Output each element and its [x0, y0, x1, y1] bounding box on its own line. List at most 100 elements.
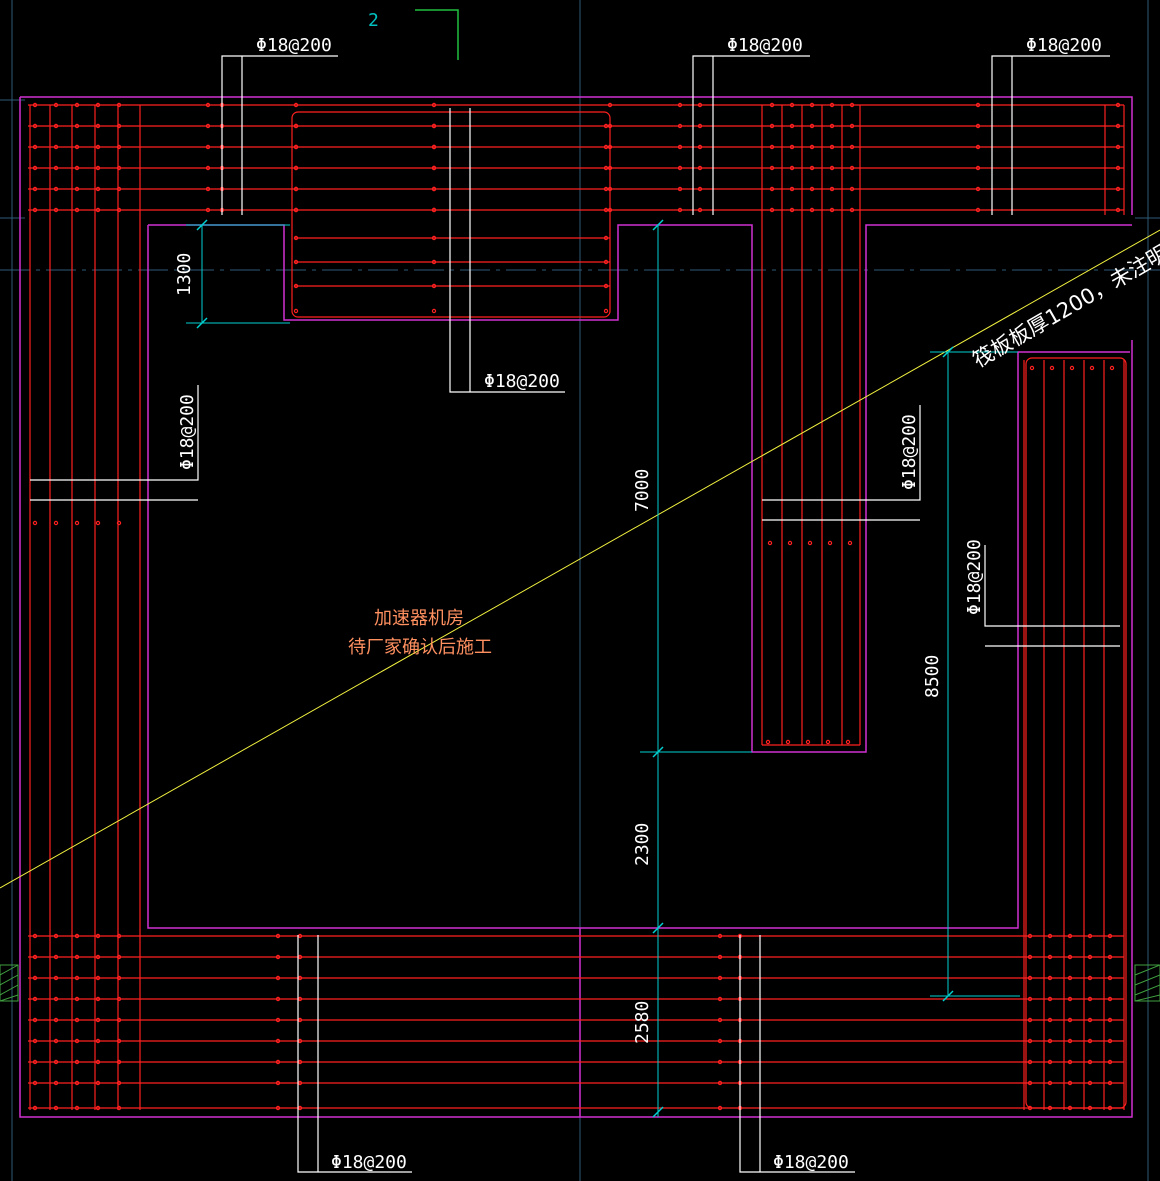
rebar-dot	[769, 123, 775, 129]
rebar-dot	[53, 1059, 59, 1065]
rebar-dot	[1067, 933, 1073, 939]
rebar-dot	[849, 144, 855, 150]
rebar-dot	[32, 975, 38, 981]
rebar-dot	[769, 144, 775, 150]
rebar-dot	[1067, 1038, 1073, 1044]
rebar-dot	[717, 954, 723, 960]
rebar-label-center: Φ18@200	[484, 371, 560, 392]
rebar-dot	[1027, 996, 1033, 1002]
rebar-dot	[293, 144, 299, 150]
rebar-dot	[431, 144, 437, 150]
rebar-dot	[53, 102, 59, 108]
rebar-recess-outer	[291, 111, 611, 318]
rebar-dot	[807, 540, 813, 546]
rebar-dot	[697, 165, 703, 171]
rebar-dot	[293, 283, 299, 289]
rebar-dot	[95, 144, 101, 150]
rebar-dot	[717, 933, 723, 939]
rebar-dot	[697, 123, 703, 129]
rebar-dot	[116, 1105, 122, 1111]
rebar-dot	[95, 102, 101, 108]
dimension-2300: 2300	[632, 823, 653, 866]
rebar-dot	[603, 308, 609, 314]
rebar-dot	[53, 207, 59, 213]
rebar-dot	[1107, 1080, 1113, 1086]
rebar-dot	[116, 1017, 122, 1023]
rebar-dot	[116, 144, 122, 150]
rebar-dot	[603, 283, 609, 289]
rebar-dot	[603, 259, 609, 265]
rebar-dot	[431, 165, 437, 171]
rebar-dot	[293, 259, 299, 265]
rebar-dot	[74, 996, 80, 1002]
rebar-dot	[74, 1059, 80, 1065]
rebar-dot	[677, 144, 683, 150]
rebar-dot	[825, 739, 831, 745]
rebar-dot	[95, 1038, 101, 1044]
rebar-dot	[95, 975, 101, 981]
rebar-dot	[677, 102, 683, 108]
rebar-dot	[53, 996, 59, 1002]
rebar-label-group: Φ18@200 Φ18@200 Φ18@200 Φ18@200 Φ18@200 …	[177, 35, 1102, 1173]
rebar-dot	[1107, 1059, 1113, 1065]
rebar-dot	[74, 144, 80, 150]
dimension-8500: 8500	[922, 655, 943, 698]
rebar-dot	[95, 1059, 101, 1065]
rebar-dot	[53, 186, 59, 192]
rebar-dot	[809, 165, 815, 171]
rebar-dot	[1047, 954, 1053, 960]
rebar-dot	[431, 259, 437, 265]
rebar-dot	[1115, 144, 1121, 150]
rebar-dot	[717, 1038, 723, 1044]
rebar-dot	[293, 308, 299, 314]
rebar-dot	[607, 123, 613, 129]
rebar-dot	[1067, 1017, 1073, 1023]
rebar-dot	[205, 165, 211, 171]
rebar-dot	[32, 144, 38, 150]
rebar-dot	[205, 186, 211, 192]
rebar-dot	[845, 739, 851, 745]
rebar-dot	[32, 123, 38, 129]
rebar-dot	[95, 954, 101, 960]
rebar-dot	[1067, 1080, 1073, 1086]
rebar-dot	[116, 1059, 122, 1065]
rebar-dot	[275, 933, 281, 939]
rebar-dot	[603, 186, 609, 192]
rebar-dot	[205, 207, 211, 213]
room-note: 待厂家确认后施工	[348, 637, 492, 658]
rebar-dot	[975, 144, 981, 150]
wall-hatch-right	[1134, 964, 1160, 1002]
rebar-label-right-wall: Φ18@200	[964, 539, 985, 615]
rebar-dot	[95, 186, 101, 192]
rebar-dot	[1107, 996, 1113, 1002]
rebar-dot	[787, 540, 793, 546]
rebar-dot	[116, 954, 122, 960]
rebar-dot	[32, 207, 38, 213]
rebar-dot	[717, 1080, 723, 1086]
rebar-dot	[677, 165, 683, 171]
rebar-dot	[1047, 1059, 1053, 1065]
rebar-dot	[717, 1059, 723, 1065]
rebar-dot	[32, 1080, 38, 1086]
rebar-dot	[849, 207, 855, 213]
rebar-dot	[205, 102, 211, 108]
wall-hatch-left	[0, 964, 19, 1002]
rebar-dot	[1109, 365, 1115, 371]
dimension-ticks	[196, 219, 954, 1118]
rebar-label-mid-wall: Φ18@200	[899, 414, 920, 490]
rebar-dot	[1067, 975, 1073, 981]
rebar-layout	[28, 102, 1127, 1111]
rebar-dot	[32, 1017, 38, 1023]
rebar-dot	[293, 123, 299, 129]
rebar-dot	[95, 933, 101, 939]
rebar-dot	[116, 1080, 122, 1086]
rebar-dot	[32, 996, 38, 1002]
rebar-dot	[1027, 933, 1033, 939]
rebar-dot	[1107, 1038, 1113, 1044]
rebar-dot	[53, 144, 59, 150]
rebar-dot	[829, 207, 835, 213]
rebar-dot	[697, 207, 703, 213]
rebar-dot	[53, 165, 59, 171]
rebar-dot	[603, 123, 609, 129]
